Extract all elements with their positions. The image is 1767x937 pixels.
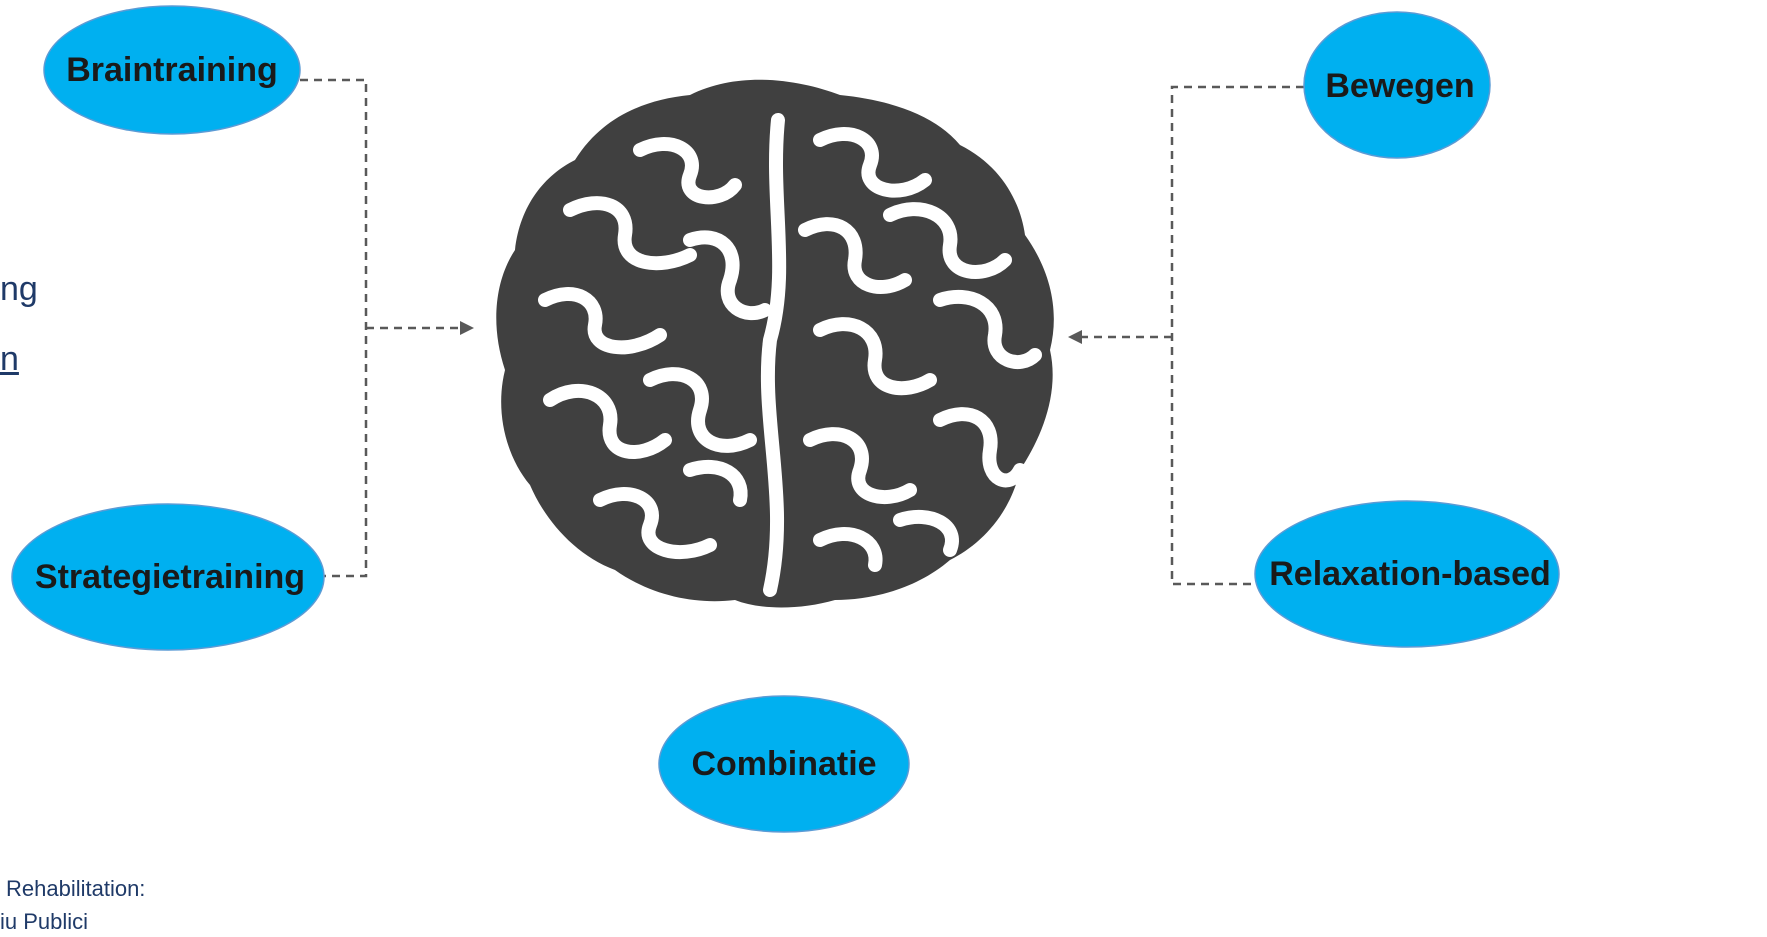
node-strategietraining: Strategietraining <box>11 503 325 651</box>
node-combinatie-label: Combinatie <box>691 745 876 783</box>
node-bewegen-label: Bewegen <box>1325 67 1474 105</box>
arrowhead-right <box>1068 330 1082 344</box>
connector-right <box>1080 85 1304 586</box>
node-braintraining: Braintraining <box>43 5 301 135</box>
clipped-footer-fragment-1: Rehabilitation: <box>6 876 146 901</box>
node-relaxation-based-label: Relaxation-based <box>1269 555 1551 593</box>
node-combinatie: Combinatie <box>658 695 910 833</box>
clipped-link-fragment-2[interactable]: n <box>0 340 19 378</box>
clipped-text-fragment-1: ng <box>0 270 38 308</box>
node-strategietraining-label: Strategietraining <box>35 558 305 596</box>
brain-icon <box>496 79 1054 608</box>
clipped-footer-fragment-2: iu Publici <box>0 909 89 934</box>
node-braintraining-label: Braintraining <box>66 51 278 89</box>
node-bewegen: Bewegen <box>1303 11 1491 159</box>
arrowhead-left <box>460 321 474 335</box>
node-relaxation-based: Relaxation-based <box>1254 500 1560 648</box>
connector-left <box>300 78 462 578</box>
